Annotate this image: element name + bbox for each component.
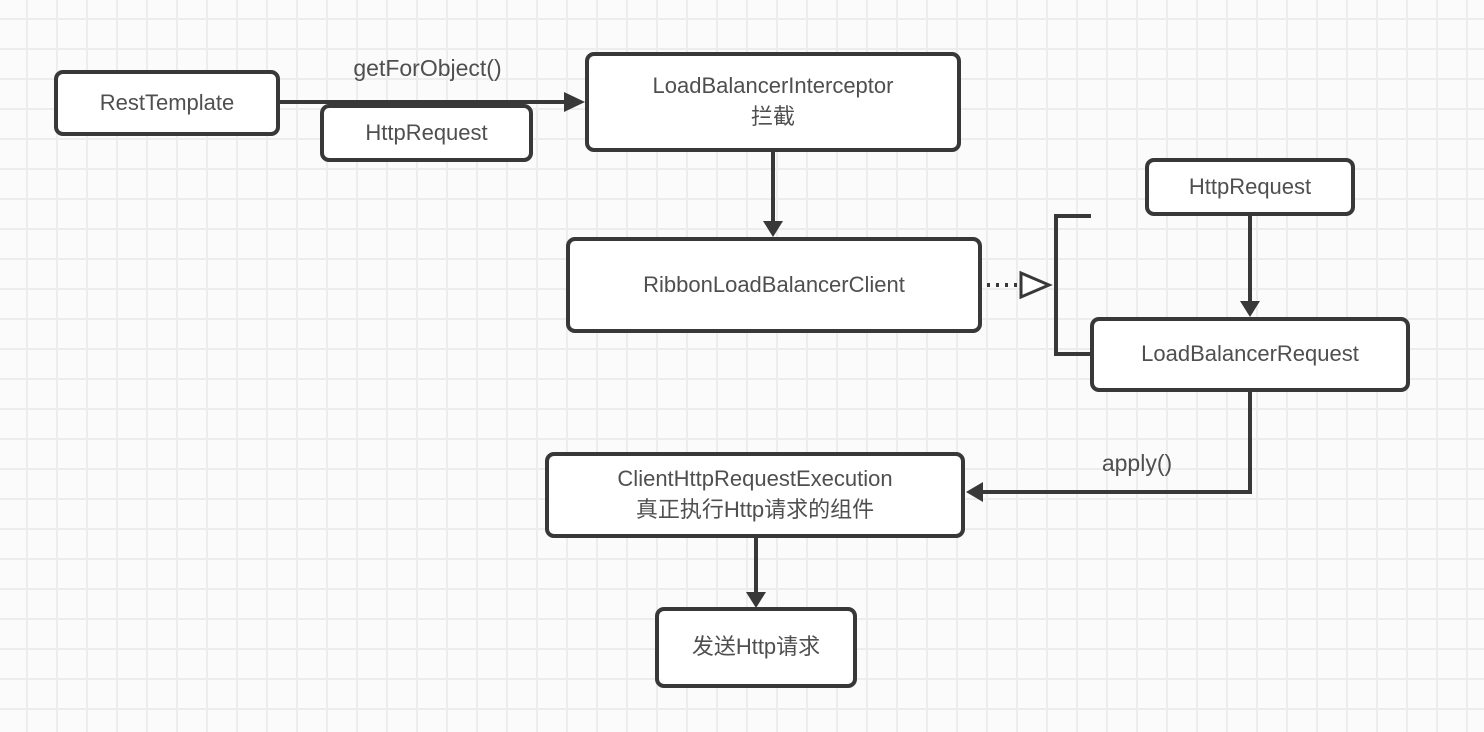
arrowhead-resttemplate-to-interceptor [564,92,585,112]
arrowhead-interceptor-to-ribbonclient [763,221,783,237]
node-http-request-right: HttpRequest [1145,158,1355,216]
node-client-http-request-execution-label: ClientHttpRequestExecution [617,466,893,492]
node-ribbon-load-balancer-client: RibbonLoadBalancerClient [566,237,982,333]
node-load-balancer-interceptor-sublabel: 拦截 [750,104,795,129]
bracket-shape [1054,214,1091,356]
node-load-balancer-request-label: LoadBalancerRequest [1141,341,1359,367]
node-rest-template: RestTemplate [54,70,280,136]
node-send-http-request-label: 发送Http请求 [691,634,821,660]
node-rest-template-label: RestTemplate [99,89,235,115]
hollow-arrowhead-realization [1019,270,1053,300]
node-client-http-request-execution: ClientHttpRequestExecution 真正执行Http请求的组件 [545,452,965,538]
arrowhead-execution-to-send [746,592,766,608]
edge-label-getforobject: getForObject() [353,55,502,81]
node-ribbon-load-balancer-client-label: RibbonLoadBalancerClient [643,271,905,297]
arrowhead-apply [966,482,983,502]
node-http-request-right-label: HttpRequest [1188,173,1312,199]
node-send-http-request: 发送Http请求 [655,607,857,688]
edge-label-apply: apply() [1101,450,1173,476]
node-load-balancer-interceptor-label: LoadBalancerInterceptor [652,73,894,99]
node-load-balancer-interceptor: LoadBalancerInterceptor 拦截 [585,52,961,152]
node-http-request-arg: HttpRequest [320,104,533,162]
edge-apply [982,392,1252,494]
arrowhead-httprequest-to-loadbalancerrequest [1240,301,1260,317]
node-http-request-arg-label: HttpRequest [365,119,488,145]
node-load-balancer-request: LoadBalancerRequest [1090,317,1410,392]
node-client-http-request-execution-sublabel: 真正执行Http请求的组件 [635,497,875,522]
